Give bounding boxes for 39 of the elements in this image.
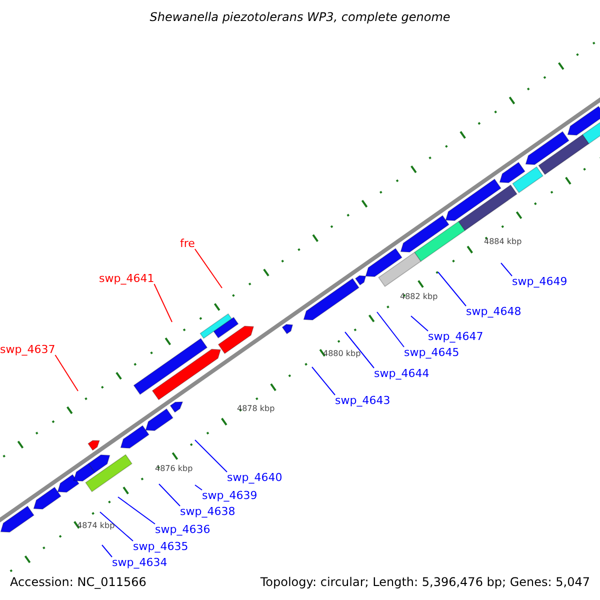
gene-label: swp_4636 (155, 524, 210, 535)
gene-label: swp_4641 (99, 273, 154, 284)
leader-line (438, 272, 466, 306)
gene-label: swp_4644 (374, 368, 430, 379)
gene-label: swp_4635 (133, 541, 188, 552)
leader-line (118, 496, 156, 524)
scale-label: 4882 kbp (400, 293, 438, 301)
scale-label: 4880 kbp (323, 350, 361, 358)
accession-text: Accession: NC_011566 (10, 576, 146, 588)
leader-line (410, 316, 428, 332)
gene-label: swp_4643 (335, 395, 390, 406)
leader-line (102, 544, 112, 558)
scale-label: 4874 kbp (77, 522, 115, 530)
leader-line (344, 332, 374, 368)
scale-label: 4876 kbp (155, 465, 193, 473)
leader-line (376, 312, 404, 348)
scale-label: 4884 kbp (484, 238, 522, 246)
gene-label: swp_4647 (428, 331, 484, 342)
scale-label: 4878 kbp (237, 405, 275, 413)
leader-line (194, 248, 222, 288)
leader-line (194, 440, 228, 472)
gene-label: swp_4640 (227, 472, 282, 483)
leader-line (312, 366, 336, 396)
gene-label: swp_4634 (112, 557, 168, 568)
leader-line (194, 484, 202, 490)
leader-line (154, 284, 172, 322)
leader-line (54, 354, 78, 392)
gene-label: swp_4648 (466, 306, 522, 317)
title: Shewanella piezotolerans WP3, complete genome (148, 11, 452, 23)
leader-line (158, 484, 180, 506)
genome-info-text: Topology: circular; Length: 5,396,476 bp; Genes: 5,047 (260, 576, 590, 588)
gene-label: swp_4638 (180, 506, 236, 517)
leader-line (100, 512, 134, 542)
gene-label: fre (180, 238, 195, 249)
gene-label: swp_4637 (0, 344, 56, 355)
leader-line (500, 262, 512, 276)
gene-label: swp_4645 (404, 347, 460, 358)
gene-label: swp_4649 (512, 276, 568, 287)
gene-label: swp_4639 (202, 490, 258, 501)
